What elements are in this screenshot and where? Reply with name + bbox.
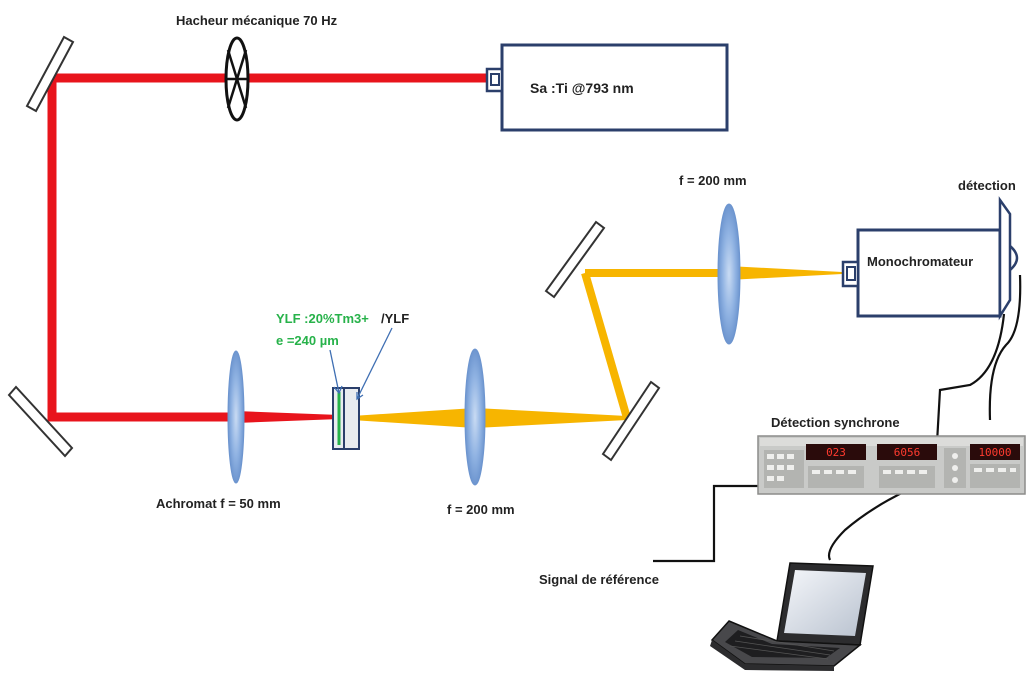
cable-detector-lockin (933, 313, 1006, 479)
emission-diverging (352, 408, 475, 428)
arrow-doped-layer-head (333, 385, 343, 395)
laser-label: Sa :Ti @793 nm (530, 80, 634, 96)
cable-monochromator (988, 274, 1022, 421)
lockin-amplifier (757, 435, 1026, 495)
monochromator-label: Monochromateur (867, 254, 973, 269)
mirror-right-top (544, 220, 606, 299)
achromat-lens-icon (227, 350, 245, 484)
achromat-label: Achromat f = 50 mm (156, 496, 281, 511)
lens-middle-label: f = 200 mm (447, 502, 515, 517)
detection-label: détection (958, 178, 1016, 193)
mirror-top-left (25, 35, 75, 113)
sample-label: YLF :20%Tm3+ (276, 311, 369, 326)
lens-right-icon (717, 203, 741, 345)
chopper-label: Hacheur mécanique 70 Hz (176, 13, 338, 28)
lockin-label: Détection synchrone (771, 415, 900, 430)
pump-beam (47, 73, 490, 423)
laptop-icon (710, 562, 874, 671)
laser-source (485, 43, 729, 132)
mirror-right-bottom (601, 380, 661, 462)
monochromator (841, 228, 1002, 318)
emission-up (581, 271, 631, 420)
arrow-substrate-head (356, 392, 364, 401)
mirror-bottom-left (7, 385, 74, 458)
reference-label: Signal de référence (539, 572, 659, 587)
arrow-doped-layer (329, 349, 340, 394)
detector-icon (998, 196, 1019, 321)
chopper-icon (224, 36, 250, 122)
emission-beam (352, 266, 842, 428)
sample-crystal (332, 387, 360, 450)
lockin-display-3: 10000 (978, 446, 1011, 459)
lockin-display-1: 023 (826, 446, 846, 459)
lockin-display-2: 6056 (894, 446, 921, 459)
cable-reference (653, 484, 773, 563)
lens-middle-icon (464, 348, 486, 486)
substrate-label: /YLF (381, 311, 409, 326)
arrow-substrate (356, 327, 393, 400)
emission-converging (475, 408, 627, 428)
lens-right-label: f = 200 mm (679, 173, 747, 188)
emission-focus (728, 266, 842, 280)
thickness-label: e =240 µm (276, 333, 339, 348)
pump-beam-focus (236, 411, 340, 423)
